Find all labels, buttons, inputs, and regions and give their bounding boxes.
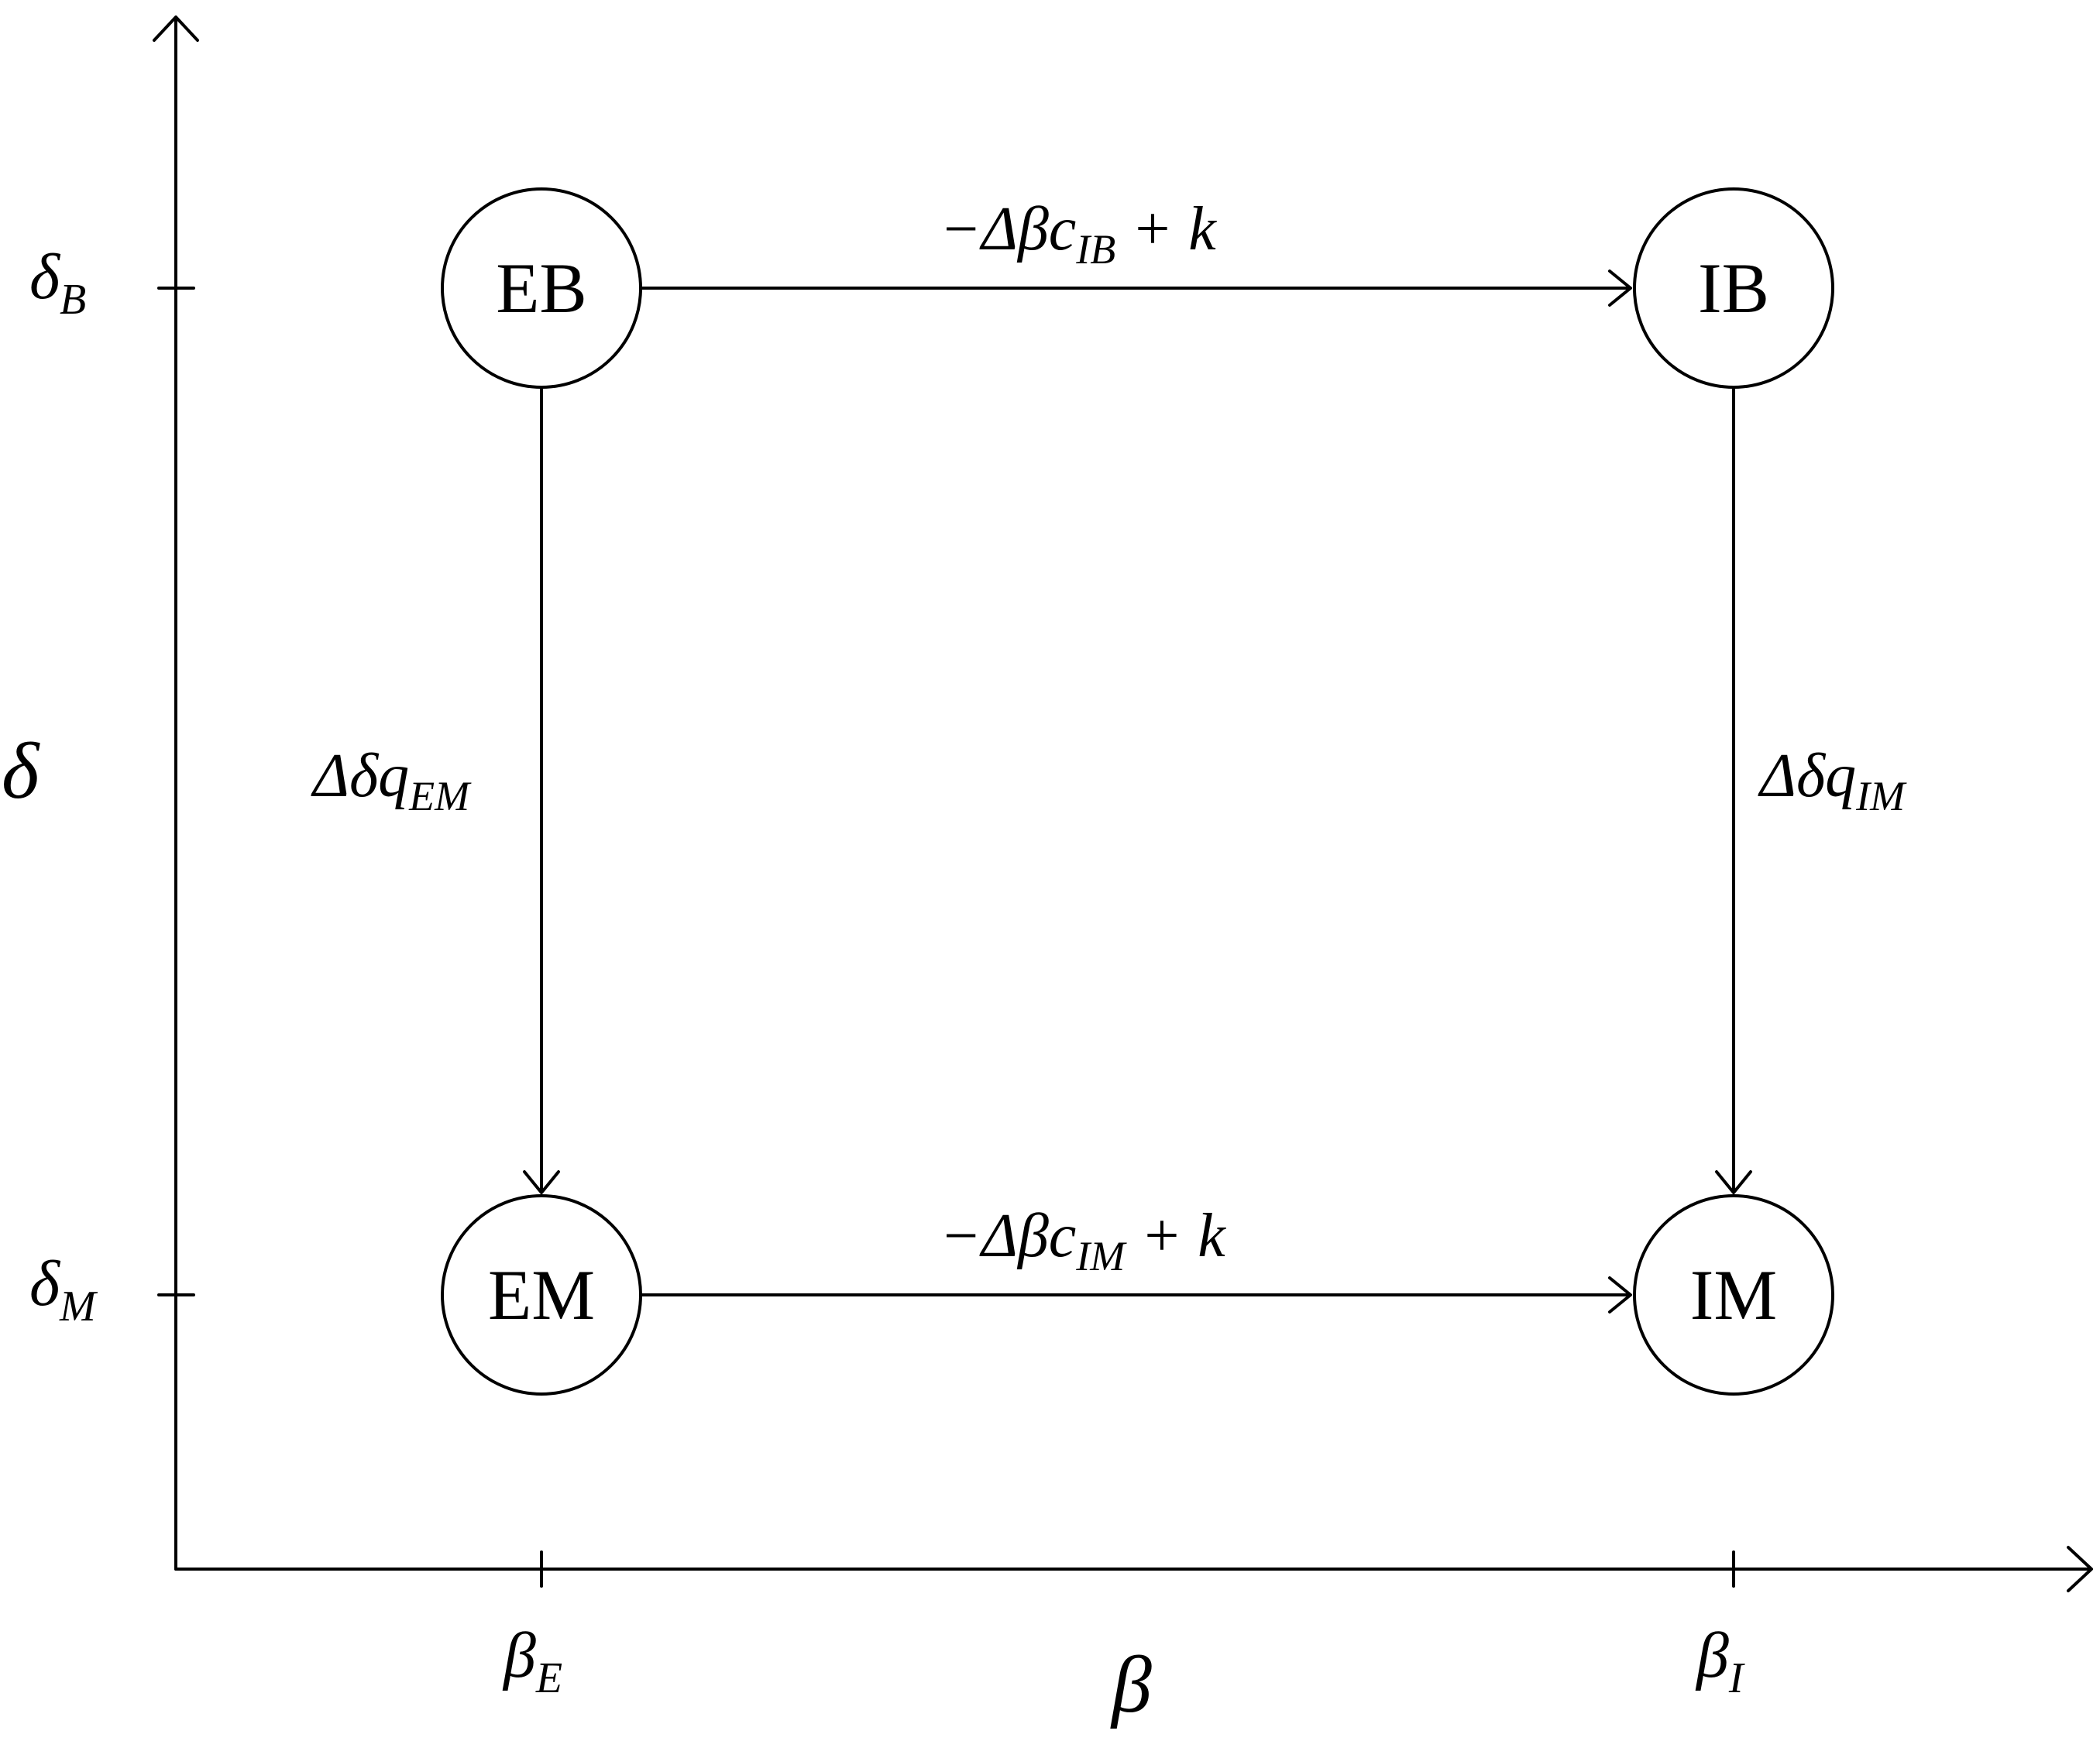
node-em-label: EM: [488, 1255, 595, 1334]
edges: [523, 270, 1752, 1313]
edge-label-eb-em-sub: EM: [408, 773, 472, 819]
edge-label-eb-ib-sub: IB: [1075, 226, 1115, 273]
edge-label-eb-em: ΔδqEM: [311, 742, 472, 819]
node-im: IM: [1633, 1194, 1834, 1396]
edge-eb-em-arrowhead: [523, 1170, 560, 1194]
y-tick-label-m: δM: [29, 1248, 98, 1331]
edge-label-eb-em-main: Δδq: [311, 742, 409, 810]
x-tick-label-i-base: β: [1695, 1619, 1729, 1691]
edge-eb-ib-arrowhead: [1608, 270, 1632, 307]
edge-ib-im-arrowhead: [1715, 1170, 1752, 1194]
edge-label-eb-ib-suffix: + k: [1115, 195, 1217, 263]
node-ib-circle: [1633, 187, 1834, 389]
axes: [153, 15, 2093, 1592]
y-tick-label-m-sub: M: [59, 1283, 98, 1331]
node-im-label: IM: [1690, 1255, 1777, 1334]
y-tick-label-b-base: δ: [29, 241, 61, 313]
node-em: EM: [441, 1194, 642, 1396]
y-axis-label: δ: [2, 726, 40, 816]
y-axis-arrowhead: [153, 15, 199, 42]
y-tick-label-m-base: δ: [29, 1248, 61, 1320]
node-eb-circle: [441, 187, 642, 389]
y-tick-label-b-sub: B: [60, 276, 86, 324]
node-ib: IB: [1633, 187, 1834, 389]
node-eb-label: EB: [496, 249, 587, 328]
x-axis-label: β: [1110, 1640, 1152, 1729]
node-em-circle: [441, 1194, 642, 1396]
edge-label-em-im-suffix: + k: [1125, 1202, 1226, 1270]
x-tick-label-e-base: β: [502, 1619, 536, 1691]
y-tick-label-b: δB: [29, 241, 86, 324]
edge-label-em-im-main: −Δβc: [940, 1202, 1076, 1270]
edge-label-ib-im-main: Δδq: [1758, 742, 1856, 810]
x-axis-arrowhead: [2067, 1546, 2093, 1592]
x-tick-label-i: βI: [1695, 1619, 1745, 1702]
node-im-circle: [1633, 1194, 1834, 1396]
edge-label-eb-ib-main: −Δβc: [940, 195, 1076, 263]
edge-label-em-im: −ΔβcIM + k: [940, 1202, 1226, 1279]
node-ib-label: IB: [1698, 249, 1769, 328]
edge-label-em-im-sub: IM: [1075, 1233, 1127, 1279]
edge-em-im-arrowhead: [1608, 1276, 1632, 1313]
x-tick-label-e-sub: E: [535, 1654, 562, 1702]
x-tick-label-i-sub: I: [1728, 1654, 1745, 1702]
edge-label-ib-im: ΔδqIM: [1758, 742, 1907, 819]
x-tick-label-e: βE: [502, 1619, 562, 1702]
edge-label-eb-ib: −ΔβcIB + k: [940, 195, 1217, 273]
edge-label-ib-im-sub: IM: [1855, 773, 1907, 819]
node-eb: EB: [441, 187, 642, 389]
